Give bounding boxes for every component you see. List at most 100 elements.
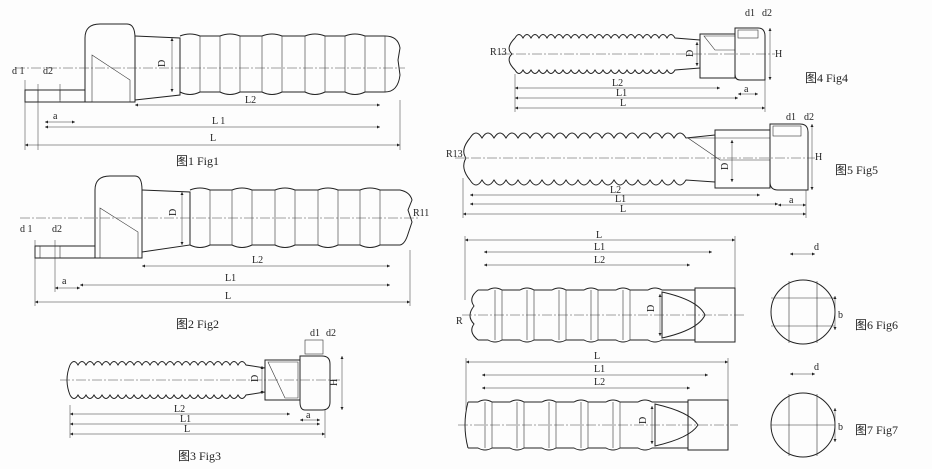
fig2-label-d2: d2: [52, 224, 62, 235]
fig5-mesh: [687, 137, 771, 161]
fig3-label-d2: d2: [326, 328, 336, 339]
fig1-label-d2: d2: [43, 66, 53, 77]
fig4-label-a: a: [744, 84, 749, 95]
figure-7: D L L1 L2 d b 图7 Fig7: [458, 351, 898, 458]
fig3-mesh: [267, 361, 299, 399]
fig1-base-plate: [24, 89, 86, 103]
fig7-label-L: L: [594, 351, 600, 362]
fig1-label-d1: d 1: [12, 66, 25, 77]
fig6-label-D: D: [646, 305, 657, 312]
figure-2: D R11 L2 L1 L a d 1 d2 图2 Fig2: [20, 175, 429, 331]
fig3-label-d1: d1: [310, 328, 320, 339]
fig2-caption: 图2 Fig2: [176, 317, 219, 331]
fig7-label-b: b: [838, 422, 843, 433]
fig6-caption: 图6 Fig6: [855, 318, 898, 332]
fig4-label-D: D: [685, 50, 696, 57]
fig6-label-R: R: [456, 316, 463, 327]
fig5-head-mesh: [772, 125, 802, 137]
fig6-section-circle: [770, 279, 836, 345]
fig1-label-L2: L2: [245, 95, 256, 106]
fig5-label-d2: d2: [804, 112, 814, 123]
fig1-neck: [134, 35, 181, 101]
fig3-label-L2: L2: [174, 404, 185, 415]
fig4-label-R13: R13: [490, 47, 507, 58]
fig2-hatch-base: [39, 245, 61, 259]
fig4-label-d1: d1: [745, 8, 755, 19]
fig2-neck: [141, 189, 191, 253]
fig5-thread-bottom: [469, 179, 716, 186]
fig2-base-plate: [34, 245, 96, 259]
fig1-label-a: a: [53, 111, 58, 122]
fig4-label-H: H: [775, 49, 782, 60]
fig7-caption: 图7 Fig7: [855, 423, 898, 437]
fig4-label-L1: L1: [616, 88, 627, 99]
fig3-thread-bottom: [69, 391, 266, 399]
fig1-mesh: [91, 54, 131, 103]
fig5-body: [714, 129, 771, 189]
figure-6: D R L L1 L2 d b 图6 Fig6: [456, 230, 898, 345]
fig4-label-L: L: [620, 98, 626, 109]
fig7-section-grid: [771, 394, 835, 456]
fig2-label-D: D: [168, 209, 179, 216]
fig3-label-H: H: [329, 379, 340, 386]
fig2-flange: [94, 175, 143, 259]
fig5-tip: [463, 137, 471, 181]
fig6-tip: [469, 289, 479, 341]
fig6-label-L1: L1: [594, 242, 605, 253]
fig5-label-L1: L1: [615, 194, 626, 205]
fig5-label-H: H: [815, 152, 822, 163]
fig1-flange: [84, 23, 136, 103]
fig7-sleeve: [687, 399, 729, 451]
fig4-thread-top: [514, 34, 701, 41]
fig5-label-a: a: [789, 195, 794, 206]
figure-5: D H R13 L2 L1 L a d1 d2 图5 Fig5: [446, 112, 878, 218]
fig2-mesh: [99, 207, 139, 259]
fig7-label-d: d: [814, 362, 819, 373]
fig2-label-d1: d 1: [20, 224, 33, 235]
fig7-bottom-edge: [468, 447, 688, 451]
fig1-thread-outline: [179, 33, 401, 95]
fig1-label-L1: L 1: [212, 116, 225, 127]
fig1-hatch-base: [37, 89, 61, 103]
figure-1: D L2 L 1 L a d 1 d2 图1 Fig1: [12, 23, 405, 168]
fig1-thread-lines: [199, 36, 386, 92]
fig3-label-D: D: [250, 375, 261, 382]
fig6-bottom-edge: [478, 339, 695, 343]
figure-3: D H L2 L1 L a d1 d2 图3 Fig3: [60, 328, 344, 463]
fig5-label-L: L: [620, 204, 626, 215]
fig4-thread-bottom: [514, 67, 701, 74]
fig6-top-edge: [478, 287, 695, 291]
fig4-mesh: [703, 35, 736, 51]
fig3-thread-top: [69, 361, 266, 369]
fig2-label-L2: L2: [252, 255, 263, 266]
fig3-head: [299, 355, 331, 411]
fig5-label-R13: R13: [446, 149, 463, 160]
fig3-caption: 图3 Fig3: [178, 449, 221, 463]
fig4-body: [699, 33, 736, 79]
fig2-label-a: a: [62, 276, 67, 287]
fig2-label-L: L: [225, 291, 231, 302]
fig5-label-D: D: [720, 163, 731, 170]
fig7-wedge: [654, 403, 699, 447]
fig5-caption: 图5 Fig5: [835, 163, 878, 177]
fig6-label-L2: L2: [594, 255, 605, 266]
fig7-label-L2: L2: [594, 377, 605, 388]
fig3-label-L: L: [184, 424, 190, 435]
fig1-label-D: D: [157, 60, 168, 67]
fig4-head-mesh: [737, 29, 759, 39]
fig5-label-d1: d1: [786, 112, 796, 123]
fig6-label-b: b: [838, 310, 843, 321]
fig2-thread-lines: [209, 190, 381, 245]
fig4-label-L2: L2: [612, 78, 623, 89]
fig2-thread-outline: [189, 187, 413, 248]
fig6-section-grid: [771, 281, 835, 343]
fig5-head: [769, 123, 809, 191]
fig5-thread-top: [469, 132, 716, 139]
fig5-label-L2: L2: [610, 185, 621, 196]
fig2-label-R11: R11: [413, 208, 429, 219]
fig1-caption: 图1 Fig1: [176, 154, 219, 168]
fig4-label-d2: d2: [762, 8, 772, 19]
fig1-label-L: L: [210, 133, 216, 144]
figure-4: D H R13 L2 L1 L a d1 d2 图4 Fig4: [490, 8, 848, 112]
fig3-head-mesh: [304, 339, 324, 355]
